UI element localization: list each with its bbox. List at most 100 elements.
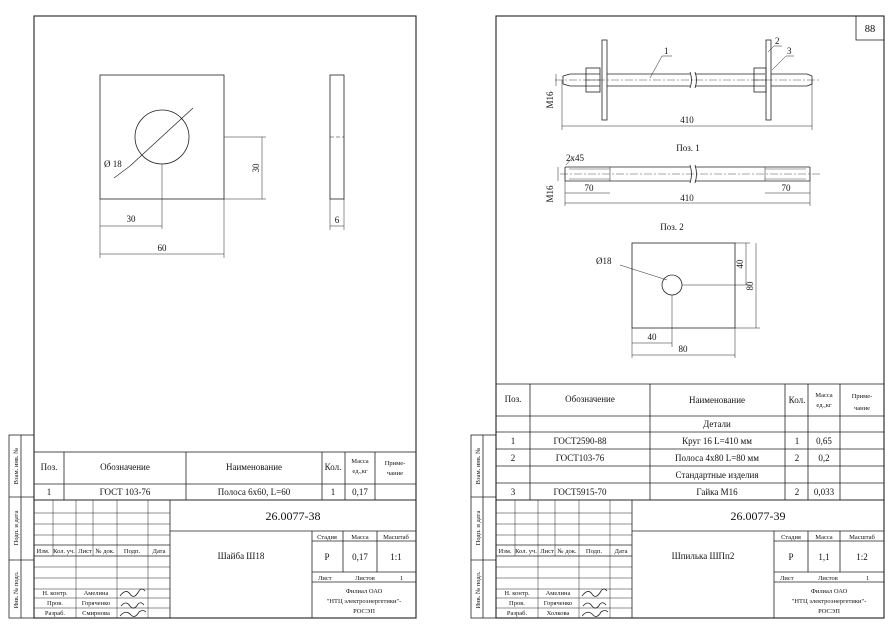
- spec2-row3-designation: ГОСТ5915-70: [553, 487, 607, 497]
- height-dim-label: 30: [251, 163, 261, 173]
- length-dim-bottom: 410: [680, 193, 694, 203]
- stage-label: Стадия: [317, 534, 337, 541]
- drawing-title: Шайба Ш18: [218, 551, 265, 561]
- role-prov: Пров.: [47, 600, 63, 607]
- change-header-doc: № док.: [95, 548, 115, 555]
- sheet-1-washer-side: [329, 74, 345, 230]
- thread-label-top: М16: [545, 91, 555, 109]
- sheet-1-frame: [33, 15, 417, 619]
- sheet-1-title-block-lines: [33, 499, 417, 619]
- spec2-row3-qty: 2: [795, 487, 800, 497]
- spec-header-mass-unit: ед.,кг: [352, 468, 368, 475]
- sheet-1-text: Ø 18 30 30 60 6 Поз. Обозначение Наимено…: [13, 159, 410, 617]
- change-header-date: Дата: [153, 548, 166, 555]
- change2-header-doc: № док.: [557, 548, 577, 555]
- spec2-header-qty: Кол.: [789, 395, 806, 405]
- spec-row-pos: 1: [47, 487, 52, 497]
- section-standard: Стандартные изделия: [676, 470, 759, 480]
- spec-header-pos: Поз.: [41, 462, 58, 472]
- page-number: 88: [865, 24, 876, 35]
- change2-header-kol: Кол. уч.: [515, 548, 537, 555]
- change-header-list: Лист: [78, 548, 92, 555]
- person-nkontr: Амелина: [84, 590, 109, 597]
- spec2-row2-name: Полоса 4х80 L=80 мм: [675, 453, 759, 463]
- sheet-2-spec-table-lines: [495, 383, 885, 501]
- spec2-row2-designation: ГОСТ103-76: [556, 453, 605, 463]
- scale-value-2: 1:2: [856, 552, 868, 562]
- spec-header-mass: Масса: [351, 458, 369, 465]
- change-header-izm: Изм.: [37, 548, 50, 555]
- spec2-row1-designation: ГОСТ2590-88: [553, 436, 607, 446]
- side-stamp-sign-date: Подп. и дата: [13, 511, 20, 546]
- side2-stamp-sign-date: Подп. и дата: [475, 511, 482, 546]
- sheet-2-text: 88 М16 1 2 3 410 Поз. 1 2х45 М16 70 70 4…: [475, 24, 876, 617]
- thread-length-left: 70: [585, 183, 595, 193]
- sheet-1-washer-front: [99, 74, 266, 258]
- thickness-dim-label: 6: [335, 215, 340, 225]
- person2-prov: Горяченко: [544, 600, 572, 607]
- role2-nkontr: Н. контр.: [504, 590, 530, 597]
- spec2-header-name: Наименование: [689, 395, 745, 405]
- side2-stamp-replaced: Взам. инв. №: [475, 448, 482, 485]
- hole-diameter-label: Ø 18: [104, 159, 122, 169]
- plate-hole-diameter: Ø18: [596, 256, 612, 266]
- thread-length-right: 70: [782, 183, 792, 193]
- spec2-header-pos: Поз.: [505, 394, 522, 404]
- width-full-dim-label: 60: [158, 243, 168, 253]
- plate-bottom-full: 80: [679, 344, 689, 354]
- stage-value: Р: [324, 552, 329, 562]
- org2-line-2: "НТЦ электроэнергетики"-: [792, 598, 867, 605]
- length-dim-top: 410: [680, 115, 694, 125]
- page-number-box: [855, 15, 885, 41]
- sheet-2: [470, 15, 885, 619]
- person2-razrab: Холкова: [547, 610, 570, 617]
- sheet-label-2: Лист: [780, 575, 794, 582]
- plate-side-half: 40: [735, 259, 745, 269]
- width-half-dim-label: 30: [127, 214, 137, 224]
- sheets-value-2: 1: [866, 575, 869, 582]
- role2-prov: Пров.: [509, 600, 525, 607]
- spec-row-qty: 1: [331, 487, 336, 497]
- org2-line-3: РОСЭП: [818, 608, 840, 615]
- spec-header-qty: Кол.: [325, 462, 342, 472]
- spec-row-name: Полоса 6х60, L=60: [218, 487, 291, 497]
- spec-header-name: Наименование: [226, 462, 282, 472]
- callout-2: 2: [775, 36, 780, 46]
- spec-header-note: Приме-: [385, 460, 406, 467]
- spec2-row3-pos: 3: [511, 487, 516, 497]
- spec2-header-note: Приме-: [852, 393, 873, 400]
- spec2-row1-qty: 1: [795, 436, 800, 446]
- side-stamp-inv: Инв. № подл.: [13, 571, 20, 608]
- plate-side-full: 80: [745, 281, 755, 291]
- change2-header-date: Дата: [615, 548, 628, 555]
- role-razrab: Разраб.: [45, 610, 66, 617]
- change2-header-list: Лист: [540, 548, 554, 555]
- change-header-kol: Кол. уч.: [53, 548, 75, 555]
- spec-row-designation: ГОСТ 103-76: [100, 487, 151, 497]
- sheets-value: 1: [400, 575, 403, 582]
- stage-label-2: Стадия: [781, 534, 801, 541]
- spec-header-designation: Обозначение: [100, 462, 150, 472]
- plate-bottom-half: 40: [648, 332, 658, 342]
- spec2-row1-name: Круг 16 L=410 мм: [682, 436, 752, 446]
- spec2-row3-mass: 0,033: [814, 487, 835, 497]
- spec2-row2-qty: 2: [795, 453, 800, 463]
- org-line-1: Филиал ОАО: [346, 588, 383, 595]
- change2-header-izm: Изм.: [499, 548, 512, 555]
- mass-value: 0,17: [352, 552, 368, 562]
- change-header-sign: Подп.: [124, 548, 141, 555]
- stud-assembly-view: [555, 39, 820, 130]
- signature-marks: [119, 588, 147, 617]
- mass-value-2: 1,1: [818, 552, 829, 562]
- spec-row-mass: 0,17: [352, 487, 368, 497]
- side2-stamp-inv: Инв. № подл.: [475, 571, 482, 608]
- spec2-row1-pos: 1: [511, 436, 516, 446]
- scale-label-2: Масштаб: [849, 534, 875, 541]
- drawing-title-2: Шпилька ШПп2: [672, 551, 735, 561]
- spec2-header-mass-unit: ед.,кг: [816, 402, 832, 409]
- plate-detail-view: [619, 242, 760, 358]
- callout-1: 1: [664, 46, 669, 56]
- stage-value-2: Р: [788, 552, 793, 562]
- rod-detail-view: [557, 157, 820, 206]
